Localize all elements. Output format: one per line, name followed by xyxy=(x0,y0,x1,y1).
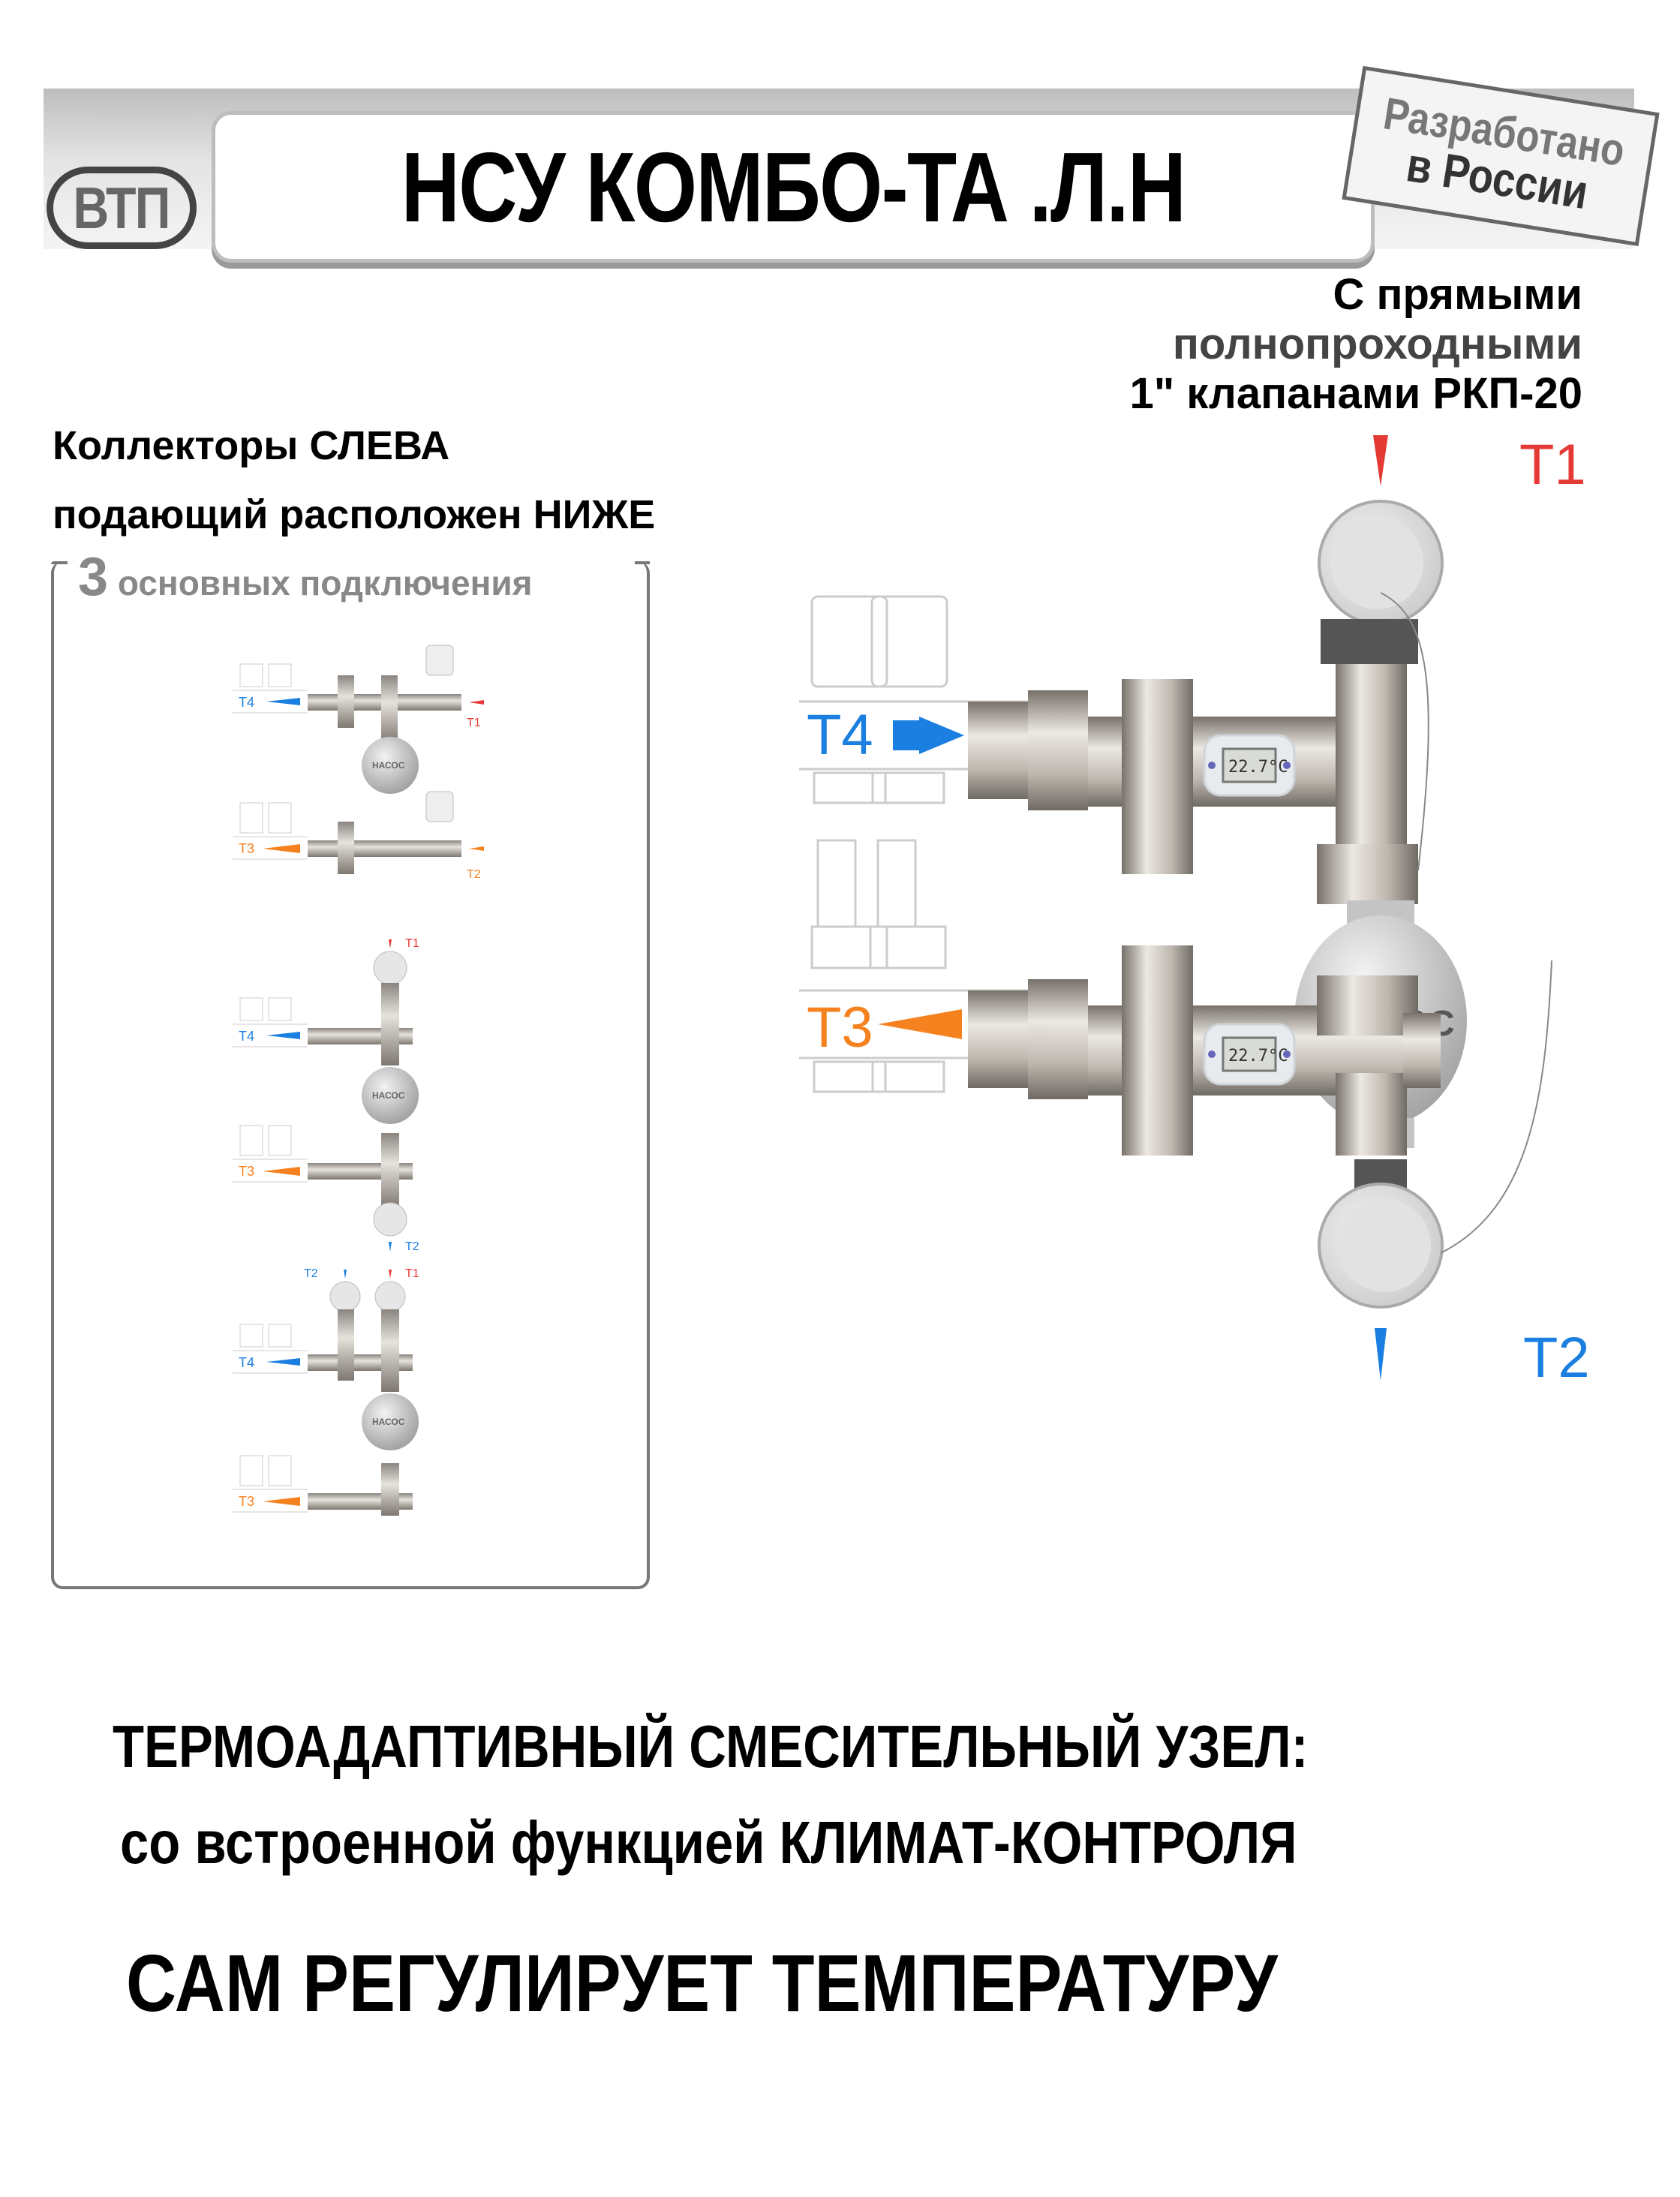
d2-t4-label: T4 xyxy=(239,1029,254,1044)
brand-logo: ВТП xyxy=(47,167,197,249)
d1-t2-label: T2 xyxy=(467,868,481,881)
t4-label: T4 xyxy=(807,703,873,767)
t1-arrow-icon xyxy=(1373,435,1388,486)
d1-pump-label: НАСОС xyxy=(372,760,405,771)
t3-label: T3 xyxy=(807,996,873,1059)
thermometer-bottom: 22.7°C xyxy=(1203,1023,1296,1086)
d3-pump-label: НАСОС xyxy=(372,1417,405,1427)
d1-t4-label: T4 xyxy=(239,695,254,710)
d2-pump-label: НАСОС xyxy=(372,1090,405,1101)
product-title: НСУ КОМБО-ТА .Л.Н xyxy=(401,131,1186,242)
connection-diagram-3: T2 T1 T4 НАСОС T3 xyxy=(233,1267,419,1516)
frame-corner xyxy=(635,561,650,564)
connections-panel xyxy=(51,561,650,1589)
union-fitting xyxy=(968,702,1028,799)
connection-diagram-1: T4 T1 НАСОС T3 T2 xyxy=(233,645,484,881)
d3-t2-label: T2 xyxy=(304,1267,318,1280)
logo-text: ВТП xyxy=(73,174,171,241)
valve-spec: С прямыми полнопроходными 1" клапанами Р… xyxy=(1129,270,1582,419)
t1-label: T1 xyxy=(1519,433,1586,497)
d2-t3-label: T3 xyxy=(239,1164,254,1179)
connections-title-text: основных подключения xyxy=(117,564,533,603)
footer-tagline: САМ РЕГУЛИРУЕТ ТЕМПЕРАТУРУ xyxy=(126,1937,1278,2028)
connections-title: 3 основных подключения xyxy=(78,546,533,608)
connection-diagrams: T4 T1 НАСОС T3 T2 T1 T4 НАСОС T3 xyxy=(233,645,484,1516)
main-mixing-unit-diagram: T1 T4 22.7°C НАСОС T3 xyxy=(799,433,1590,1390)
d2-t2-label: T2 xyxy=(405,1240,419,1253)
thermometer-top-reading: 22.7°C xyxy=(1228,758,1288,777)
spec-line-2: полнопроходными xyxy=(1172,320,1582,368)
arrow-icon xyxy=(266,698,300,705)
t2-arrow-icon xyxy=(1375,1328,1387,1381)
thermometer-bottom-reading: 22.7°C xyxy=(1228,1047,1288,1065)
footer-headline: ТЕРМОАДАПТИВНЫЙ СМЕСИТЕЛЬНЫЙ УЗЕЛ: xyxy=(113,1713,1309,1780)
d1-t3-label: T3 xyxy=(239,841,254,856)
connection-diagram-2: T1 T4 НАСОС T3 T2 xyxy=(233,937,419,1253)
d3-t4-label: T4 xyxy=(239,1355,254,1370)
t3-arrow-icon xyxy=(878,1009,962,1039)
footer-subheadline: со встроенной функцией КЛИМАТ-КОНТРОЛЯ xyxy=(120,1809,1297,1876)
layout-line-2: подающий расположен НИЖЕ xyxy=(53,492,656,537)
t4-arrow-icon xyxy=(893,717,964,754)
t2-label: T2 xyxy=(1523,1326,1590,1390)
connections-count: 3 xyxy=(78,547,109,607)
title-box: НСУ КОМБО-ТА .Л.Н xyxy=(212,111,1375,263)
d1-t1-label: T1 xyxy=(467,717,481,729)
d2-t1-label: T1 xyxy=(405,937,419,950)
layout-line-1: Коллекторы СЛЕВА xyxy=(53,423,450,468)
spec-line-3: 1" клапанами РКП-20 xyxy=(1129,369,1582,418)
d3-t1-label: T1 xyxy=(405,1267,419,1280)
d3-t3-label: T3 xyxy=(239,1494,254,1509)
frame-corner xyxy=(51,561,68,564)
collector-layout-note: Коллекторы СЛЕВА подающий расположен НИЖ… xyxy=(53,411,655,549)
spec-line-1: С прямыми xyxy=(1333,270,1582,319)
thermometer-top: 22.7°C xyxy=(1203,734,1296,797)
